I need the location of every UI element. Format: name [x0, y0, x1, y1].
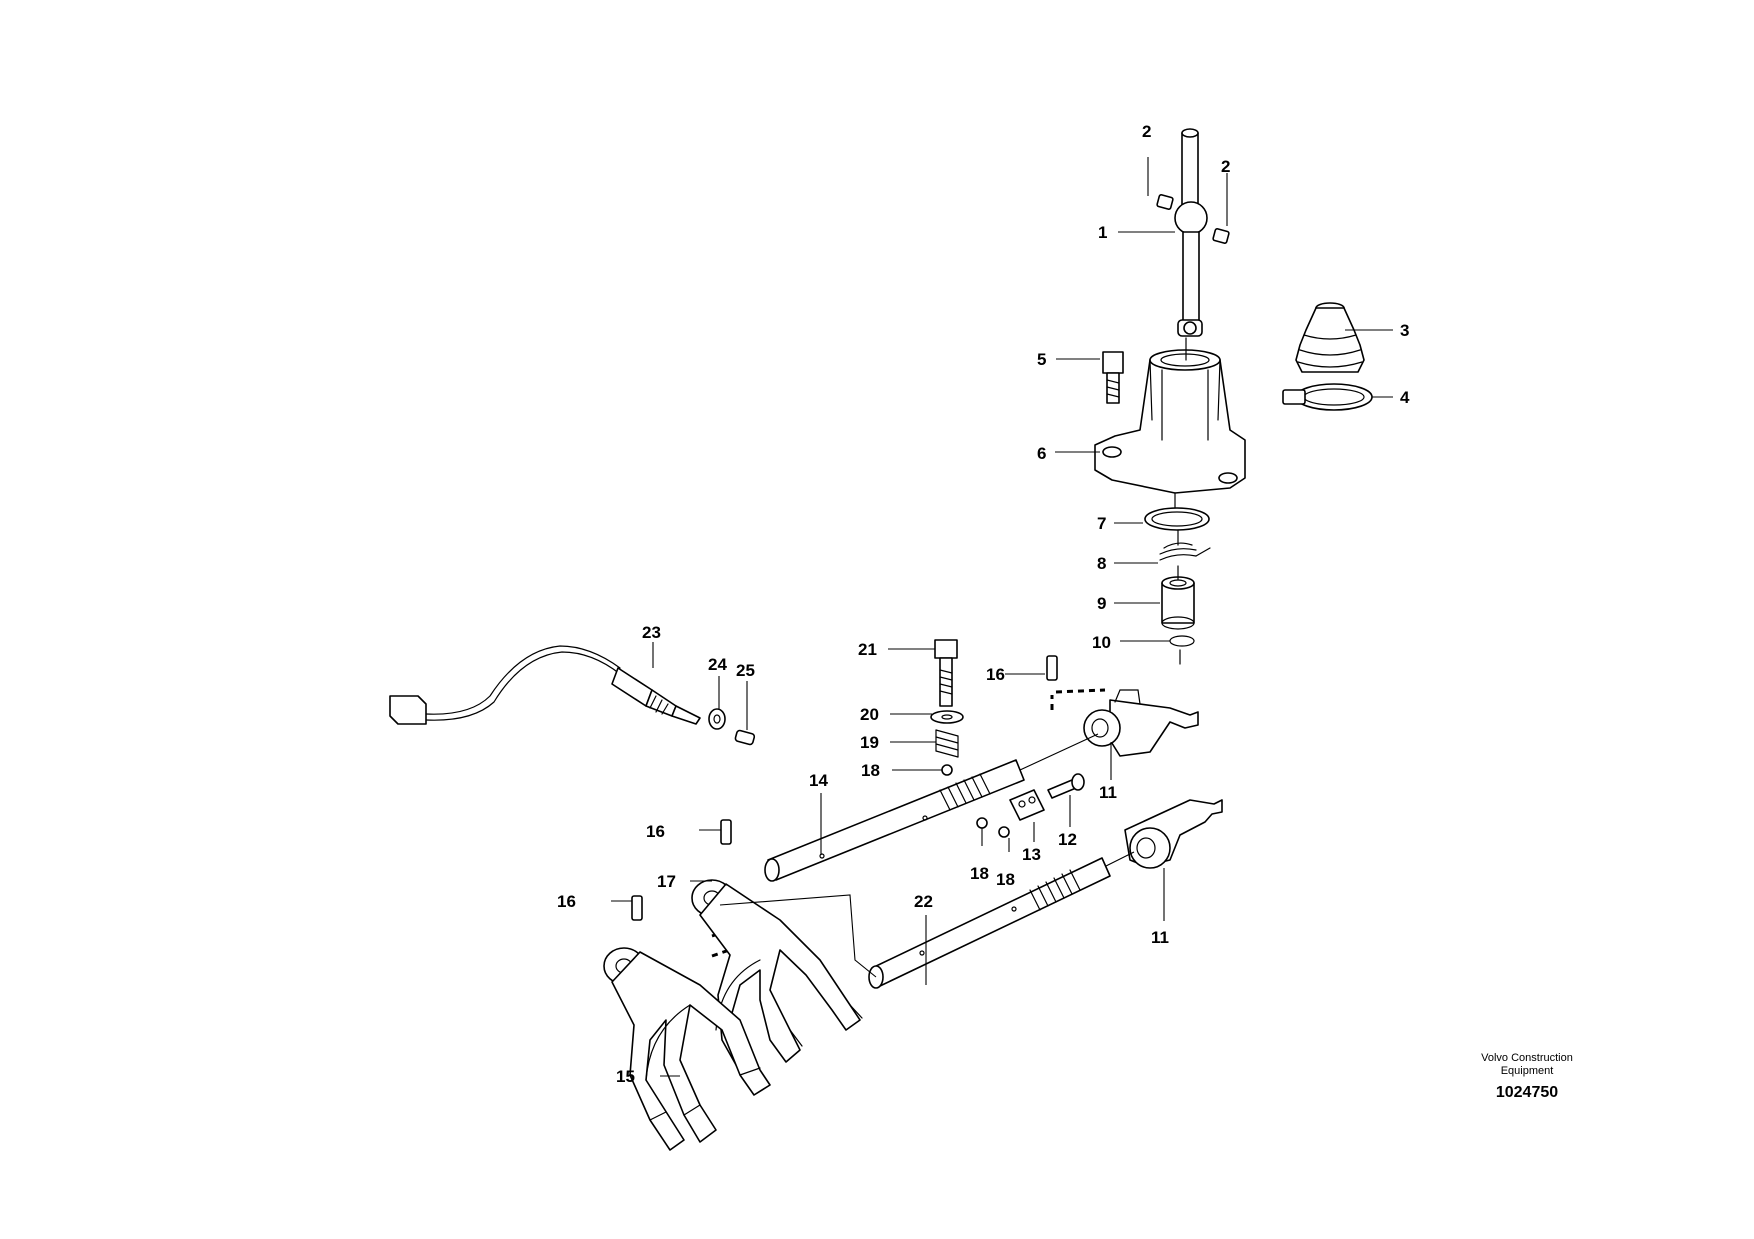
- manufacturer-line-2: Equipment: [1500, 1065, 1554, 1077]
- callout-7: 7: [1097, 514, 1106, 533]
- spring-19: [935, 729, 959, 758]
- circlip-10: [1169, 635, 1195, 647]
- callout-9: 9: [1097, 594, 1106, 613]
- shaft-14: [764, 733, 1099, 882]
- lever-housing: [1094, 349, 1246, 511]
- callout-18-left: 18: [970, 864, 989, 883]
- document-footer: Volvo Construction Equipment 1024750: [1452, 1052, 1602, 1102]
- shaft-link-line: [719, 894, 877, 978]
- pin-left: [1156, 194, 1174, 210]
- leader-lines: [611, 157, 1393, 1077]
- selector-11-lower: [1124, 799, 1223, 869]
- pin-right: [1212, 228, 1230, 244]
- spring-8: [1159, 542, 1211, 561]
- callout-18-right: 18: [996, 870, 1015, 889]
- callout-16-middle: 16: [646, 822, 665, 841]
- o-ring: [1144, 507, 1210, 531]
- pin-16-top: [1046, 655, 1058, 681]
- callout-6: 6: [1037, 444, 1046, 463]
- callout-20: 20: [860, 705, 879, 724]
- callout-11-upper: 11: [1099, 783, 1117, 802]
- callout-15: 15: [616, 1067, 635, 1086]
- callout-23: 23: [642, 623, 661, 642]
- ball-18-top: [941, 764, 953, 776]
- document-number: 1024750: [1495, 1084, 1559, 1101]
- callout-21: 21: [858, 640, 877, 659]
- callout-13: 13: [1022, 845, 1041, 864]
- callout-22: 22: [914, 892, 933, 911]
- callout-19: 19: [860, 733, 879, 752]
- callout-16-left: 16: [557, 892, 576, 911]
- assembly-axis: [1177, 337, 1187, 665]
- callout-2-right: 2: [1221, 157, 1230, 176]
- callout-5: 5: [1037, 350, 1046, 369]
- bushing-9: [1161, 576, 1195, 630]
- plate-13: [1009, 789, 1045, 821]
- sensor-cable: [389, 645, 701, 725]
- callout-18-top: 18: [861, 761, 880, 780]
- rubber-boot: [1295, 302, 1365, 373]
- callout-25: 25: [736, 661, 755, 680]
- bolt-21: [934, 639, 958, 707]
- callout-12: 12: [1058, 830, 1077, 849]
- hose-clamp: [1282, 383, 1373, 411]
- callouts: 1 2 2 3 4 5 6 7 8 9 10 11 11 12 13 14 15…: [557, 122, 1410, 1086]
- callout-17: 17: [657, 872, 676, 891]
- guide-dashed-top: [1050, 688, 1106, 710]
- callout-24: 24: [708, 655, 727, 674]
- gear-lever: [1174, 128, 1208, 337]
- shift-fork-17: [691, 879, 863, 1073]
- screw-12: [1047, 773, 1085, 799]
- pin-16-left: [631, 895, 643, 921]
- shaft-22: [868, 851, 1135, 989]
- washer-24: [708, 708, 726, 730]
- callout-3: 3: [1400, 321, 1409, 340]
- ball-18-left: [976, 817, 988, 829]
- callout-14: 14: [809, 771, 828, 790]
- callout-10: 10: [1092, 633, 1111, 652]
- callout-16-top: 16: [986, 665, 1005, 684]
- callout-2-left: 2: [1142, 122, 1151, 141]
- callout-1: 1: [1098, 223, 1107, 242]
- pin-25: [734, 729, 756, 746]
- callout-4: 4: [1400, 388, 1410, 407]
- callout-11-lower: 11: [1151, 928, 1169, 947]
- selector-11-upper: [1083, 689, 1199, 757]
- ball-18-right: [998, 826, 1010, 838]
- callout-8: 8: [1097, 554, 1106, 573]
- bolt-5: [1102, 351, 1124, 404]
- pin-16-middle: [720, 819, 732, 845]
- shift-fork-15: [603, 947, 771, 1151]
- washer-20: [930, 710, 964, 724]
- manufacturer-line-1: Volvo Construction: [1481, 1052, 1573, 1064]
